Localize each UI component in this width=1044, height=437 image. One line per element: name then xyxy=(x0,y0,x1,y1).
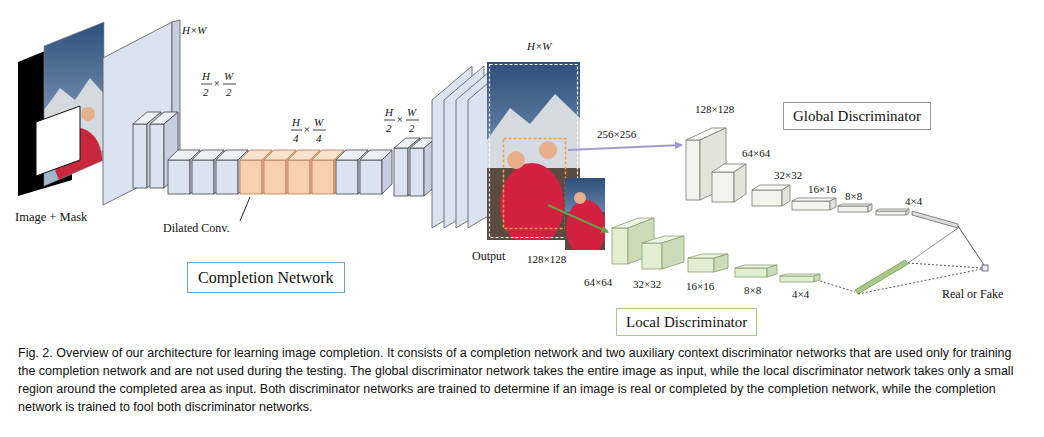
disc-layer-side xyxy=(906,209,909,215)
leader-line xyxy=(240,197,250,221)
photo-mountain xyxy=(487,94,580,172)
mask-hole xyxy=(36,106,80,176)
disc-layer xyxy=(612,228,628,264)
photo-people xyxy=(566,200,605,250)
dimension-label: × xyxy=(396,113,403,126)
disc-layer xyxy=(712,172,734,202)
dimension-label: 2 xyxy=(203,86,209,99)
dimension-label: 64×64 xyxy=(584,276,612,289)
dimension-label: 8×8 xyxy=(845,190,862,203)
network-label-box: Local Discriminator xyxy=(616,308,757,336)
disc-layer-side xyxy=(830,198,836,210)
dimension-label: × xyxy=(213,77,220,90)
disc-layer-top xyxy=(876,209,909,211)
dimension-label: 128×128 xyxy=(695,103,734,116)
dimension-label: 4×4 xyxy=(905,195,922,208)
dimension-label: H xyxy=(292,116,300,129)
completed-region xyxy=(504,139,566,229)
dimension-label: 32×32 xyxy=(633,278,661,291)
fc-link xyxy=(908,228,958,263)
dimension-label: 4 xyxy=(316,132,322,145)
dimension-label: 2 xyxy=(226,86,232,99)
disc-layer-top xyxy=(792,198,836,201)
fraction-bar xyxy=(291,130,302,131)
node-text: Completion Network xyxy=(198,268,334,287)
dimension-label: 2 xyxy=(409,122,415,135)
fc-link xyxy=(820,281,855,292)
dimension-label: 16×16 xyxy=(686,280,714,293)
disc-layer xyxy=(876,211,906,215)
disc-layer-side xyxy=(868,204,872,212)
disc-layer xyxy=(792,201,830,210)
crop-photo xyxy=(565,178,605,250)
fraction-bar xyxy=(384,120,395,121)
figure-caption: Fig. 2. Overview of our architecture for… xyxy=(18,344,1028,416)
conv-layer xyxy=(360,150,392,194)
dimension-label: W xyxy=(224,70,233,83)
dimension-label: W xyxy=(314,116,323,129)
dimension-label: H xyxy=(202,70,210,83)
local-disc-layers xyxy=(612,218,820,282)
node-text: Global Discriminator xyxy=(793,107,921,125)
disc-layer xyxy=(752,190,782,206)
disc-layer xyxy=(780,276,814,282)
fraction-bar xyxy=(201,84,212,85)
dimension-label: 4 xyxy=(293,132,299,145)
dimension-label: × xyxy=(303,123,310,136)
global-fc-layer xyxy=(912,211,958,228)
conv-layer xyxy=(133,124,147,188)
fraction-bar xyxy=(406,120,419,121)
photo-face xyxy=(81,107,95,121)
dimension-label: 128×128 xyxy=(527,253,566,266)
dimension-label: H xyxy=(385,106,393,119)
dimension-label: Dilated Conv. xyxy=(163,222,230,236)
disc-layer-side xyxy=(734,164,746,202)
disc-layer-side xyxy=(662,236,684,269)
global-input-arrow xyxy=(568,145,682,150)
output-unit xyxy=(982,265,988,271)
dimension-label: H×W xyxy=(527,40,552,53)
deconv-layer xyxy=(410,148,424,196)
fc-link xyxy=(958,226,984,265)
disc-layer-side xyxy=(782,185,790,206)
dimension-label: 32×32 xyxy=(774,169,802,182)
disc-layer xyxy=(686,140,700,200)
node-text: Local Discriminator xyxy=(626,313,747,331)
deconv-layer xyxy=(394,148,408,196)
disc-layer-side xyxy=(814,274,820,282)
local-input-arrow xyxy=(548,205,608,232)
dimension-label: 4×4 xyxy=(792,288,809,301)
disc-layer-side xyxy=(714,254,728,272)
photo-face xyxy=(574,192,586,204)
fraction-bar xyxy=(223,84,236,85)
photo-face xyxy=(507,151,525,169)
disc-layer-top xyxy=(838,204,872,206)
disc-layer xyxy=(735,268,767,277)
dimension-label: Output xyxy=(472,250,505,264)
dimension-label: W xyxy=(407,106,416,119)
dimension-label: 256×256 xyxy=(597,128,636,141)
conv-layer xyxy=(150,124,164,188)
fc-link xyxy=(908,263,982,268)
dimension-label: Real or Fake xyxy=(942,288,1003,302)
global-disc-layers xyxy=(686,128,909,215)
dimension-label: Image + Mask xyxy=(15,210,87,224)
disc-layer xyxy=(642,243,662,269)
fraction-bar xyxy=(313,130,326,131)
dimension-label: H×W xyxy=(182,24,207,37)
dimension-label: 2 xyxy=(386,122,392,135)
network-label-box: Completion Network xyxy=(187,262,345,293)
dimension-label: 8×8 xyxy=(744,284,761,297)
disc-layer xyxy=(688,258,714,272)
disc-layer-side xyxy=(767,265,777,277)
dimension-label: 64×64 xyxy=(742,147,770,160)
dimension-label: 16×16 xyxy=(808,183,836,196)
disc-layer xyxy=(838,206,868,212)
network-label-box: Global Discriminator xyxy=(783,102,931,130)
photo-face xyxy=(539,141,557,159)
